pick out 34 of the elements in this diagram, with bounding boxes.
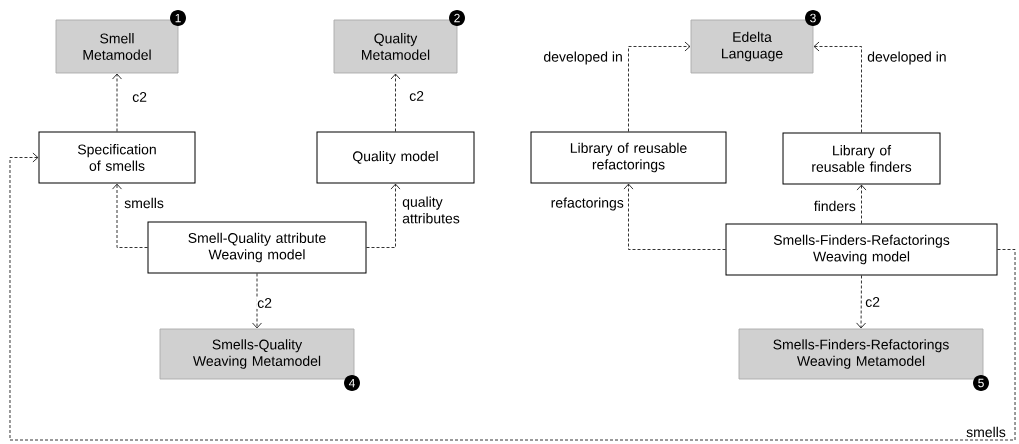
edge-label: developed in xyxy=(866,50,948,66)
arrow xyxy=(366,183,401,248)
arrow xyxy=(252,273,262,329)
arrow xyxy=(112,183,148,248)
arrow xyxy=(628,41,691,132)
edge-label: quality attributes xyxy=(401,195,466,225)
arrow xyxy=(112,73,122,132)
model-box: Specification of smells xyxy=(38,131,196,184)
number-badge: 3 xyxy=(805,10,821,26)
edge-label: c2 xyxy=(256,297,273,309)
number-badge: 5 xyxy=(973,375,989,391)
arrow xyxy=(9,152,1016,441)
model-box: Library of reusable refactorings xyxy=(530,131,727,184)
number-badge: 4 xyxy=(344,375,360,391)
model-box: Quality model xyxy=(316,131,475,184)
arrow xyxy=(390,73,401,132)
edge-label: c2 xyxy=(408,90,425,102)
number-badge: 1 xyxy=(170,10,186,26)
model-box: Smells-Finders-Refactorings Weaving model xyxy=(725,223,998,276)
edge-label: smells xyxy=(123,196,165,210)
edge-label: refactorings xyxy=(549,196,625,212)
edge-label: finders xyxy=(812,199,857,213)
edge-label: smells xyxy=(965,425,1007,439)
arrow xyxy=(813,41,862,133)
model-box: Smell-Quality attribute Weaving model xyxy=(147,221,367,274)
model-box: Library of reusable finders xyxy=(782,132,941,185)
arrow xyxy=(856,275,866,329)
edge-label: c2 xyxy=(864,296,881,308)
edge-label: developed in xyxy=(542,50,624,66)
metamodel-box: Smells-Quality Weaving Metamodel xyxy=(159,328,355,380)
edge-label: c2 xyxy=(131,91,148,103)
arrow xyxy=(856,184,867,224)
arrow xyxy=(623,183,726,250)
number-badge: 2 xyxy=(449,10,465,26)
